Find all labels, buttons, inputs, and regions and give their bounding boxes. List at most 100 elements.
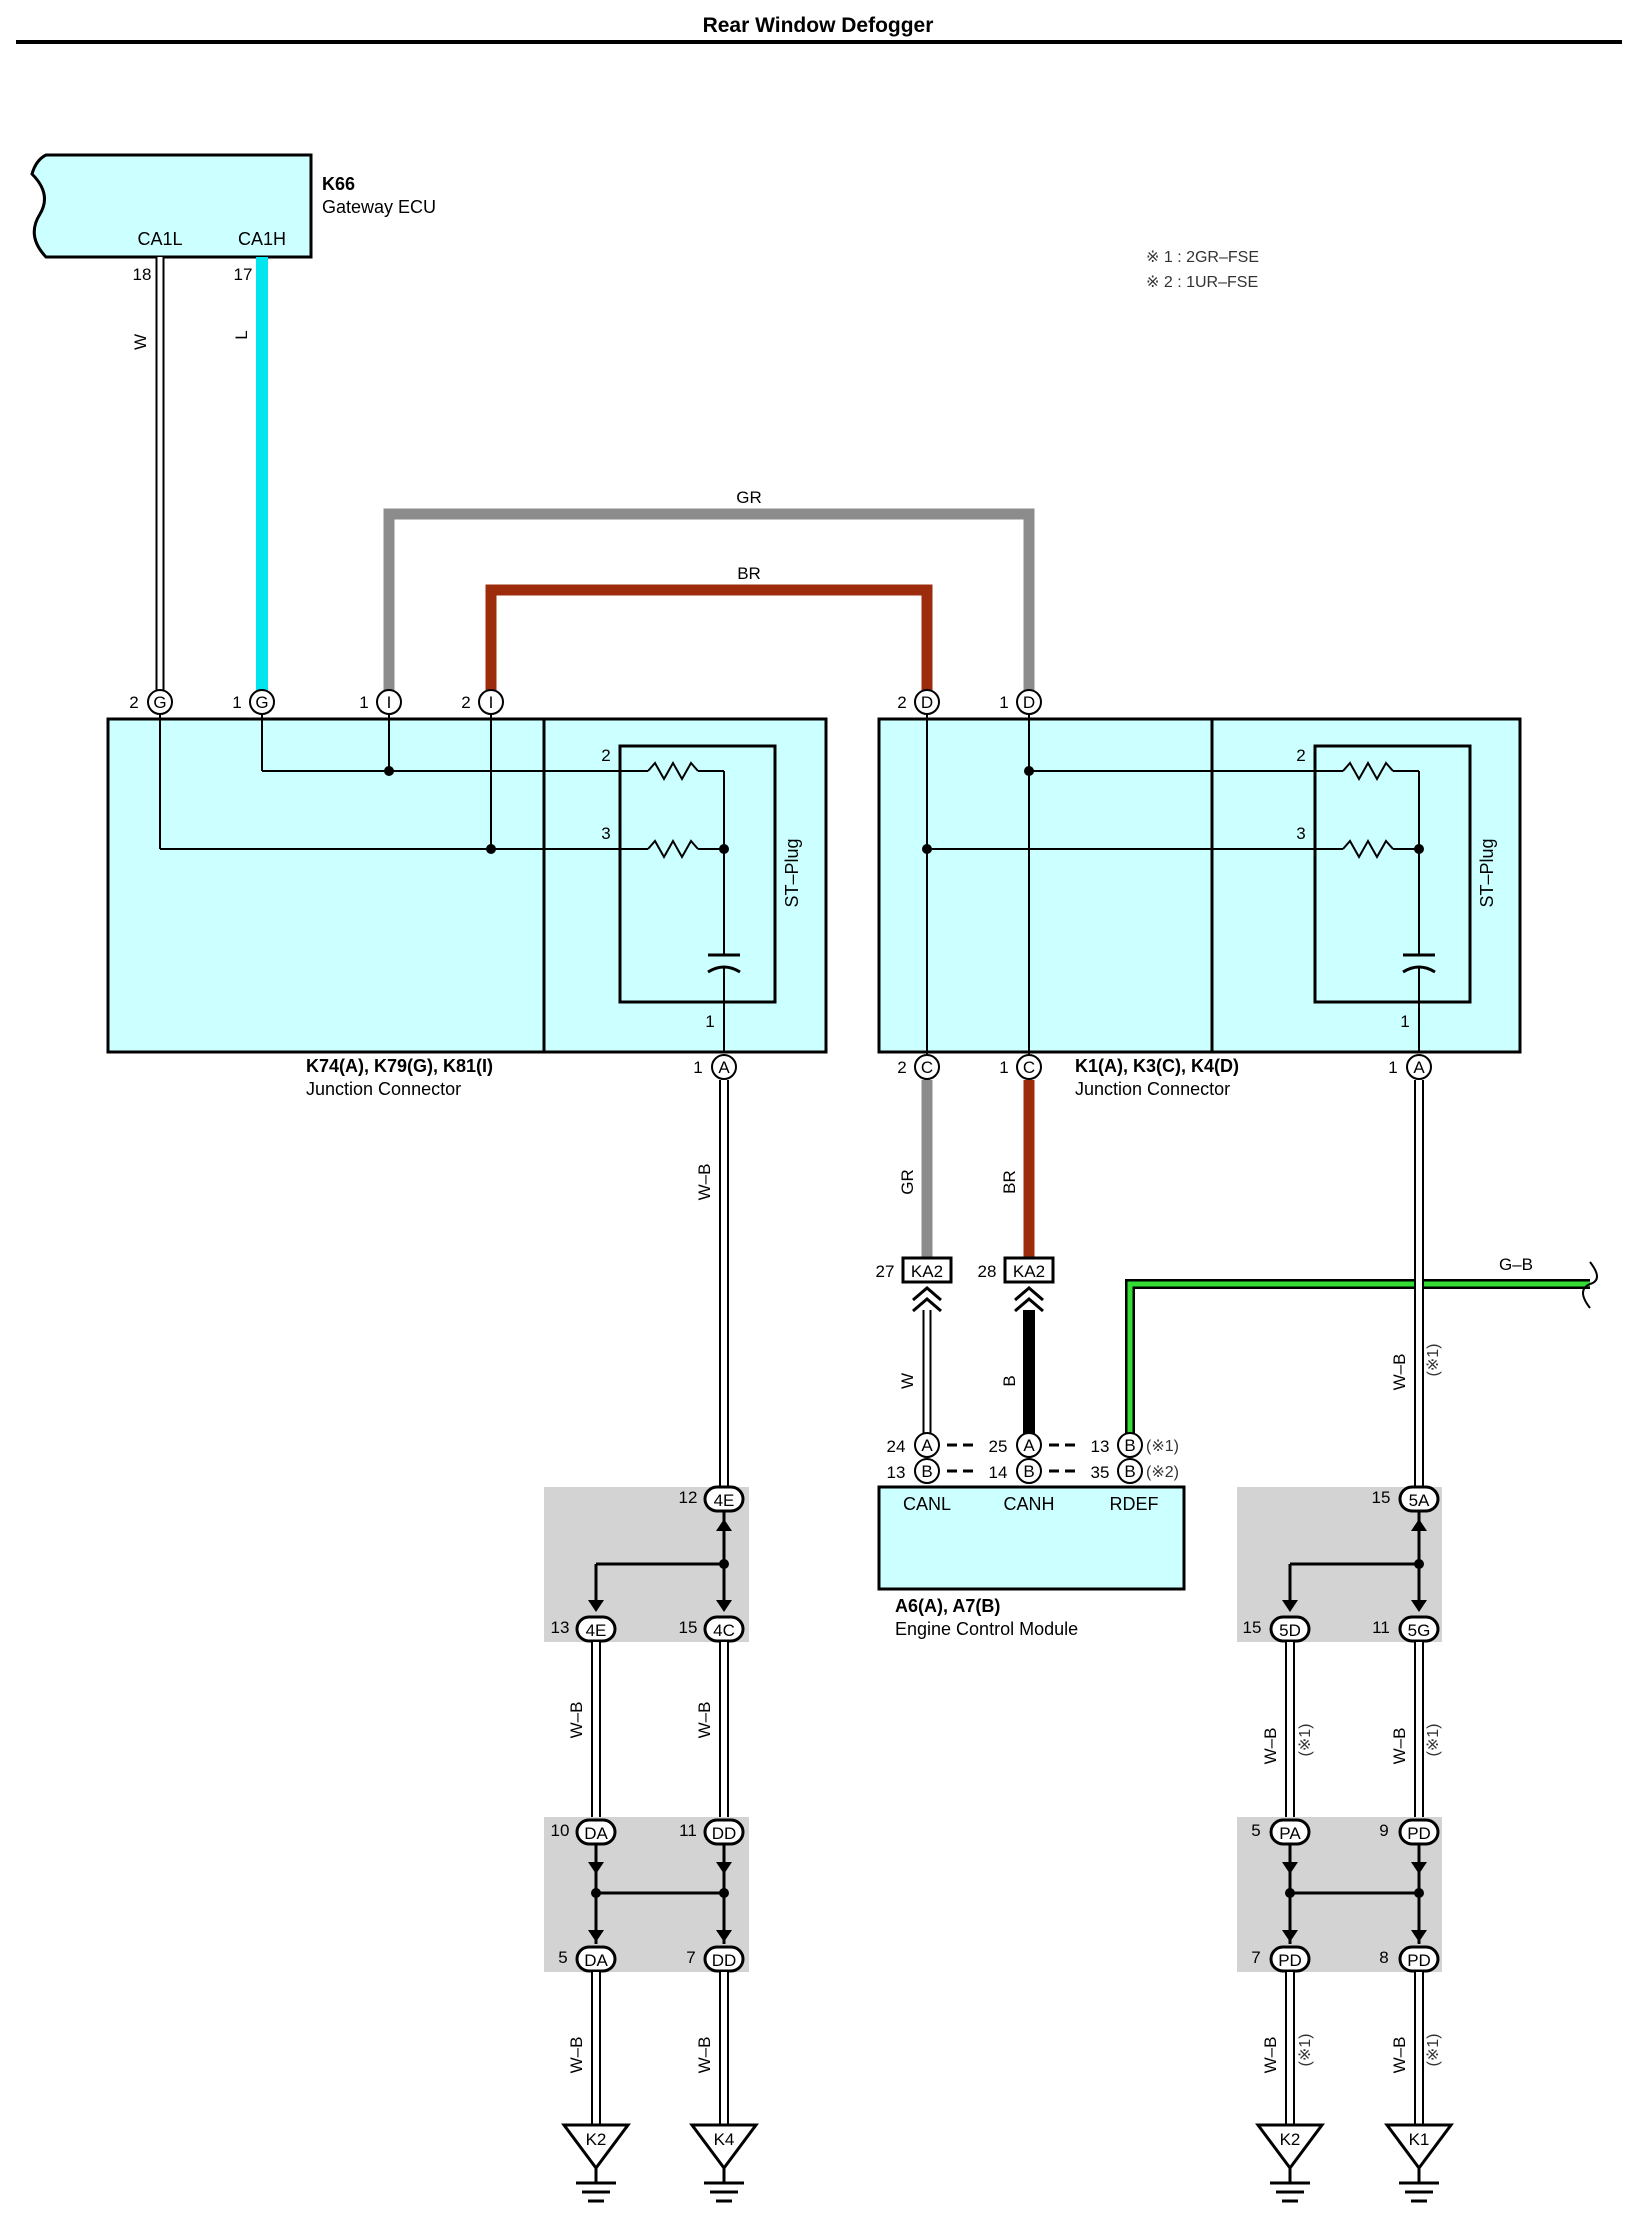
wire-gr-lower-label: GR xyxy=(898,1169,917,1195)
gateway-id: K66 xyxy=(322,174,355,194)
svg-text:KA2: KA2 xyxy=(911,1262,943,1281)
gateway-pin-ca1l: CA1L xyxy=(137,229,182,249)
svg-text:A: A xyxy=(1023,1436,1035,1455)
wire-w-ecm-label: W xyxy=(898,1373,917,1389)
wire-g-b-label: G–B xyxy=(1499,1255,1533,1274)
svg-text:DA: DA xyxy=(584,1951,608,1970)
ecm-id: A6(A), A7(B) xyxy=(895,1596,1000,1616)
svg-text:10: 10 xyxy=(551,1821,570,1840)
jc-left-pin-a1: 1 A xyxy=(693,1054,737,1080)
jc-left-pin-g1: 1 G xyxy=(232,689,275,715)
svg-text:5D: 5D xyxy=(1279,1621,1301,1640)
gateway-pin-ca1h: CA1H xyxy=(238,229,286,249)
svg-text:A: A xyxy=(921,1436,933,1455)
wire-wb-right-mid-r: W–B (※1) xyxy=(1390,1642,1442,1817)
jc-left-stplug: ST–Plug xyxy=(782,838,802,907)
svg-text:(※1): (※1) xyxy=(1297,2034,1314,2067)
note-2: ※ 2 : 1UR–FSE xyxy=(1146,274,1258,291)
svg-text:13: 13 xyxy=(1091,1437,1110,1456)
svg-text:2: 2 xyxy=(897,693,906,712)
svg-text:1: 1 xyxy=(999,693,1008,712)
wire-l-label: L xyxy=(232,330,251,339)
gateway-ecu: K66 Gateway ECU CA1L CA1H 18 17 xyxy=(30,153,436,284)
svg-text:K1: K1 xyxy=(1409,2130,1430,2149)
wire-w-ecm: W xyxy=(898,1310,932,1437)
svg-text:1: 1 xyxy=(1388,1058,1397,1077)
svg-text:A: A xyxy=(1413,1058,1425,1077)
wire-wb-left-gnd-l: W–B xyxy=(567,1972,601,2125)
gateway-pin-18: 18 xyxy=(133,265,152,284)
ecm-rdef: RDEF xyxy=(1110,1494,1159,1514)
svg-text:A: A xyxy=(718,1058,730,1077)
svg-text:B: B xyxy=(1023,1462,1034,1481)
wire-b-ecm-label: B xyxy=(1000,1375,1019,1386)
gateway-pin-17: 17 xyxy=(234,265,253,284)
ground-k4: K4 xyxy=(689,2123,759,2203)
svg-text:35: 35 xyxy=(1091,1463,1110,1482)
wire-br-top-label: BR xyxy=(737,564,761,583)
svg-text:W–B: W–B xyxy=(1390,1354,1409,1391)
conn-left-bl: 13 4E xyxy=(551,1615,617,1643)
jc-right-pin3: 3 xyxy=(1296,824,1305,843)
conn-left-mid-l: 10 DA xyxy=(551,1818,617,1846)
wire-wb-left-mid-l: W–B xyxy=(567,1642,601,1817)
wire-wb-right-gnd-l: W–B (※1) xyxy=(1261,1972,1314,2125)
conn-left-mid-r: 11 DD xyxy=(679,1818,745,1846)
wire-wb-left-mid-r: W–B xyxy=(695,1642,729,1817)
svg-text:DA: DA xyxy=(584,1824,608,1843)
svg-text:7: 7 xyxy=(1251,1948,1260,1967)
ka2-connector-27: 27 KA2 xyxy=(876,1256,953,1313)
svg-text:4E: 4E xyxy=(714,1491,735,1510)
svg-text:B: B xyxy=(1124,1436,1135,1455)
svg-text:2: 2 xyxy=(897,1058,906,1077)
wire-br-lower-label: BR xyxy=(1000,1170,1019,1194)
svg-text:14: 14 xyxy=(989,1463,1008,1482)
jc-left-name: Junction Connector xyxy=(306,1079,461,1099)
svg-text:(※1): (※1) xyxy=(1425,2034,1442,2067)
ground-k2-right: K2 xyxy=(1255,2123,1325,2203)
left-block2-lines xyxy=(588,1842,732,1944)
svg-text:8: 8 xyxy=(1379,1948,1388,1967)
jc-left-pin1: 1 xyxy=(705,1012,714,1031)
left-block1-lines xyxy=(588,1510,732,1612)
svg-text:K4: K4 xyxy=(714,2130,735,2149)
svg-text:(※2): (※2) xyxy=(1146,1464,1179,1481)
jc-right-id: K1(A), K3(C), K4(D) xyxy=(1075,1056,1239,1076)
svg-text:24: 24 xyxy=(887,1437,906,1456)
jc-left-pin3: 3 xyxy=(601,824,610,843)
jc-right-pin-c1: 1 C xyxy=(999,1054,1042,1080)
jc-left-pin-i1: 1 I xyxy=(359,689,402,715)
svg-text:DD: DD xyxy=(712,1951,737,1970)
jc-left-id: K74(A), K79(G), K81(I) xyxy=(306,1056,493,1076)
jc-left-pin-i2: 2 I xyxy=(461,689,504,715)
svg-text:13: 13 xyxy=(887,1463,906,1482)
gateway-name: Gateway ECU xyxy=(322,197,436,217)
right-block2-lines xyxy=(1282,1842,1427,1944)
conn-left-bot-r: 7 DD xyxy=(686,1945,745,1973)
svg-text:15: 15 xyxy=(679,1618,698,1637)
svg-text:2: 2 xyxy=(461,693,470,712)
svg-text:B: B xyxy=(1124,1462,1135,1481)
note-1: ※ 1 : 2GR–FSE xyxy=(1146,249,1259,266)
wire-wb-right-main: W–B (※1) xyxy=(1390,1080,1442,1488)
conn-right-br: 11 5G xyxy=(1372,1615,1440,1643)
svg-text:4E: 4E xyxy=(586,1621,607,1640)
conn-left-bot-l: 5 DA xyxy=(558,1945,617,1973)
jc-right-pin-d2: 2 D xyxy=(897,689,940,715)
jc-right-stplug: ST–Plug xyxy=(1477,838,1497,907)
svg-text:PD: PD xyxy=(1278,1951,1302,1970)
svg-text:4C: 4C xyxy=(713,1621,735,1640)
svg-text:28: 28 xyxy=(978,1262,997,1281)
svg-text:1: 1 xyxy=(359,693,368,712)
engine-control-module: CANL CANH RDEF A6(A), A7(B) Engine Contr… xyxy=(877,1485,1186,1639)
svg-text:1: 1 xyxy=(232,693,241,712)
jc-right-pin-c2: 2 C xyxy=(897,1054,940,1080)
wire-gr-top-label: GR xyxy=(736,488,762,507)
conn-right-bl: 15 5D xyxy=(1243,1615,1311,1643)
jc-right-pin2: 2 xyxy=(1296,746,1305,765)
wire-br-top: BR xyxy=(485,564,933,702)
svg-text:C: C xyxy=(1023,1058,1035,1077)
wire-gr-top: GR xyxy=(383,488,1035,702)
ecm-name: Engine Control Module xyxy=(895,1619,1078,1639)
svg-text:W–B: W–B xyxy=(1390,2037,1409,2074)
